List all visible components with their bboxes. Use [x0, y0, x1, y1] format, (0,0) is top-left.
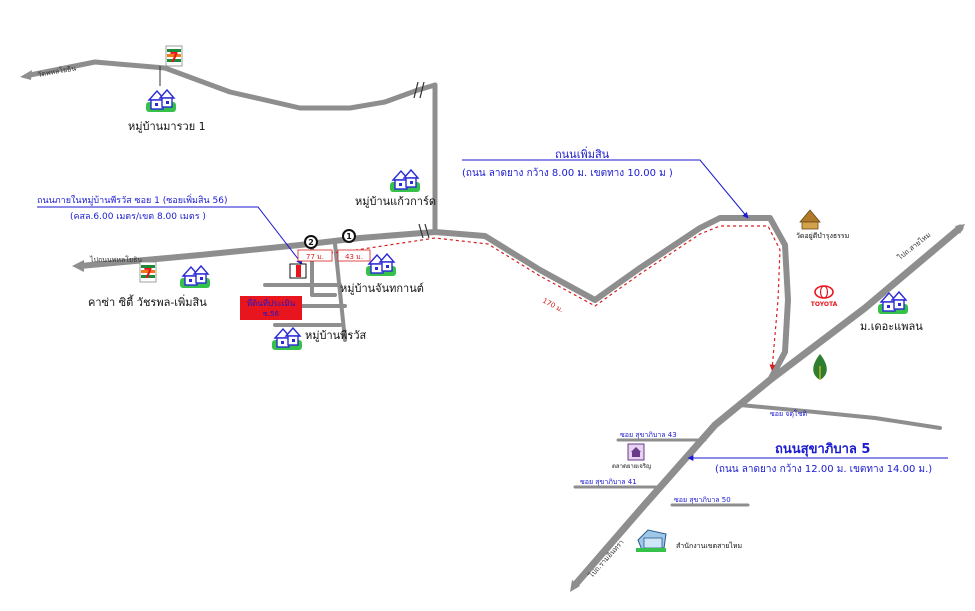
- label-janthakan: หมู่บ้านจันทกานต์: [340, 282, 424, 295]
- label-district-office: สำนักงานเขตสายไหม: [676, 541, 742, 550]
- road-phoemsin: [77, 215, 791, 383]
- house-icon: [179, 265, 211, 289]
- svg-text:ซ.56: ซ.56: [263, 310, 279, 318]
- distance-43: 43 ม.: [337, 249, 371, 262]
- label-casa-city: คาซ่า ซิตี้ วัชรพล-เพิ่มสิน: [88, 294, 207, 309]
- svg-text:ไปถนนพหลโยธิน: ไปถนนพหลโยธิน: [89, 255, 142, 264]
- label-soi-41: ซอย สุขาภิบาล 41: [580, 478, 637, 486]
- label-soi-43: ซอย สุขาภิบาล 43: [620, 431, 677, 439]
- label-sukhaphiban-5: ถนนสุขาภิบาล 5 (ถนน ลาดยาง กว้าง 12.00 ม…: [687, 442, 948, 475]
- svg-text:43 ม.: 43 ม.: [345, 253, 363, 261]
- road-sukhaphiban-5: [571, 224, 964, 589]
- market-icon: [627, 443, 645, 461]
- road-village-c: [333, 242, 347, 342]
- road-break-marks: [413, 81, 430, 239]
- road-upper: [27, 59, 438, 111]
- label-soi-jatuchot: ซอย จตุโชติ: [770, 409, 807, 418]
- svg-text:(คสล.6.00 เมตร/เขต 8.00 เมตร ): (คสล.6.00 เมตร/เขต 8.00 เมตร ): [70, 212, 206, 222]
- target-plot-icon: [289, 263, 307, 279]
- svg-text:TOYOTA: TOYOTA: [811, 301, 838, 308]
- road-village-a: [310, 246, 337, 297]
- svg-text:2: 2: [308, 238, 314, 247]
- distance-170: 170 ม.: [541, 297, 565, 315]
- house-icon: [145, 89, 177, 113]
- label-kaewkan: หมู่บ้านแก้วการ์ด: [355, 195, 436, 208]
- svg-text:77 ม.: 77 ม.: [306, 253, 324, 261]
- label-phoemsin: ถนนเพิ่มสิน (ถนน ลาดยาง กว้าง 8.00 ม. เข…: [462, 146, 749, 219]
- house-icon: [389, 169, 421, 193]
- seven-eleven-icon: [139, 261, 157, 283]
- label-phirawat: หมู่บ้านพีรวัส: [305, 329, 367, 342]
- svg-text:ไปถ.รามอินทรา: ไปถ.รามอินทรา: [586, 538, 626, 581]
- direction-arrow-top-left: วัดพหลโยธิน: [20, 63, 77, 80]
- svg-text:(ถนน ลาดยาง กว้าง 12.00 ม. เขต: (ถนน ลาดยาง กว้าง 12.00 ม. เขตทาง 14.00 …: [715, 463, 932, 475]
- svg-text:(ถนน ลาดยาง กว้าง 8.00 ม. เขตท: (ถนน ลาดยาง กว้าง 8.00 ม. เขตทาง 10.00 ม…: [462, 167, 673, 179]
- svg-text:วัดพหลโยธิน: วัดพหลโยธิน: [37, 63, 77, 79]
- marker-1: 1: [342, 229, 356, 243]
- road-soi-jatuchot: [738, 403, 942, 430]
- direction-arrow-left: ไปถนนพหลโยธิน: [72, 255, 142, 272]
- house-icon: [365, 253, 397, 277]
- label-maruai: หมู่บ้านมารวย 1: [128, 120, 206, 133]
- marker-2: 2: [304, 235, 318, 249]
- label-market: ตลาดยายเจริญ: [612, 463, 651, 470]
- svg-text:1: 1: [346, 232, 352, 241]
- svg-text:ถนนสุขาภิบาล 5: ถนนสุขาภิบาล 5: [775, 442, 870, 457]
- label-the-plan: ม.เดอะแพลน: [860, 320, 923, 333]
- house-icon: [271, 327, 303, 351]
- label-wat: วัดอยู่ดีบำรุงธรรม: [796, 232, 849, 240]
- office-building-icon: [636, 529, 667, 552]
- route-line: [342, 225, 781, 371]
- svg-text:ที่ดินที่ประเมิน: ที่ดินที่ประเมิน: [247, 297, 296, 308]
- temple-icon: [799, 209, 821, 230]
- seven-eleven-icon: [165, 45, 183, 67]
- label-soi-50: ซอย สุขาภิบาล 50: [674, 496, 731, 504]
- toyota-logo-icon: TOYOTA: [811, 285, 838, 308]
- distance-77: 77 ม.: [297, 249, 333, 262]
- tree-icon: [813, 354, 827, 380]
- label-soi-1: ถนนภายในหมู่บ้านพีรวัส ซอย 1 (ซอยเพิ่มสิ…: [37, 193, 303, 265]
- svg-text:ถนนภายในหมู่บ้านพีรวัส ซอย 1 (: ถนนภายในหมู่บ้านพีรวัส ซอย 1 (ซอยเพิ่มสิ…: [37, 193, 227, 206]
- target-plot-label: ที่ดินที่ประเมิน ซ.56: [240, 296, 302, 320]
- svg-text:ถนนเพิ่มสิน: ถนนเพิ่มสิน: [555, 146, 610, 161]
